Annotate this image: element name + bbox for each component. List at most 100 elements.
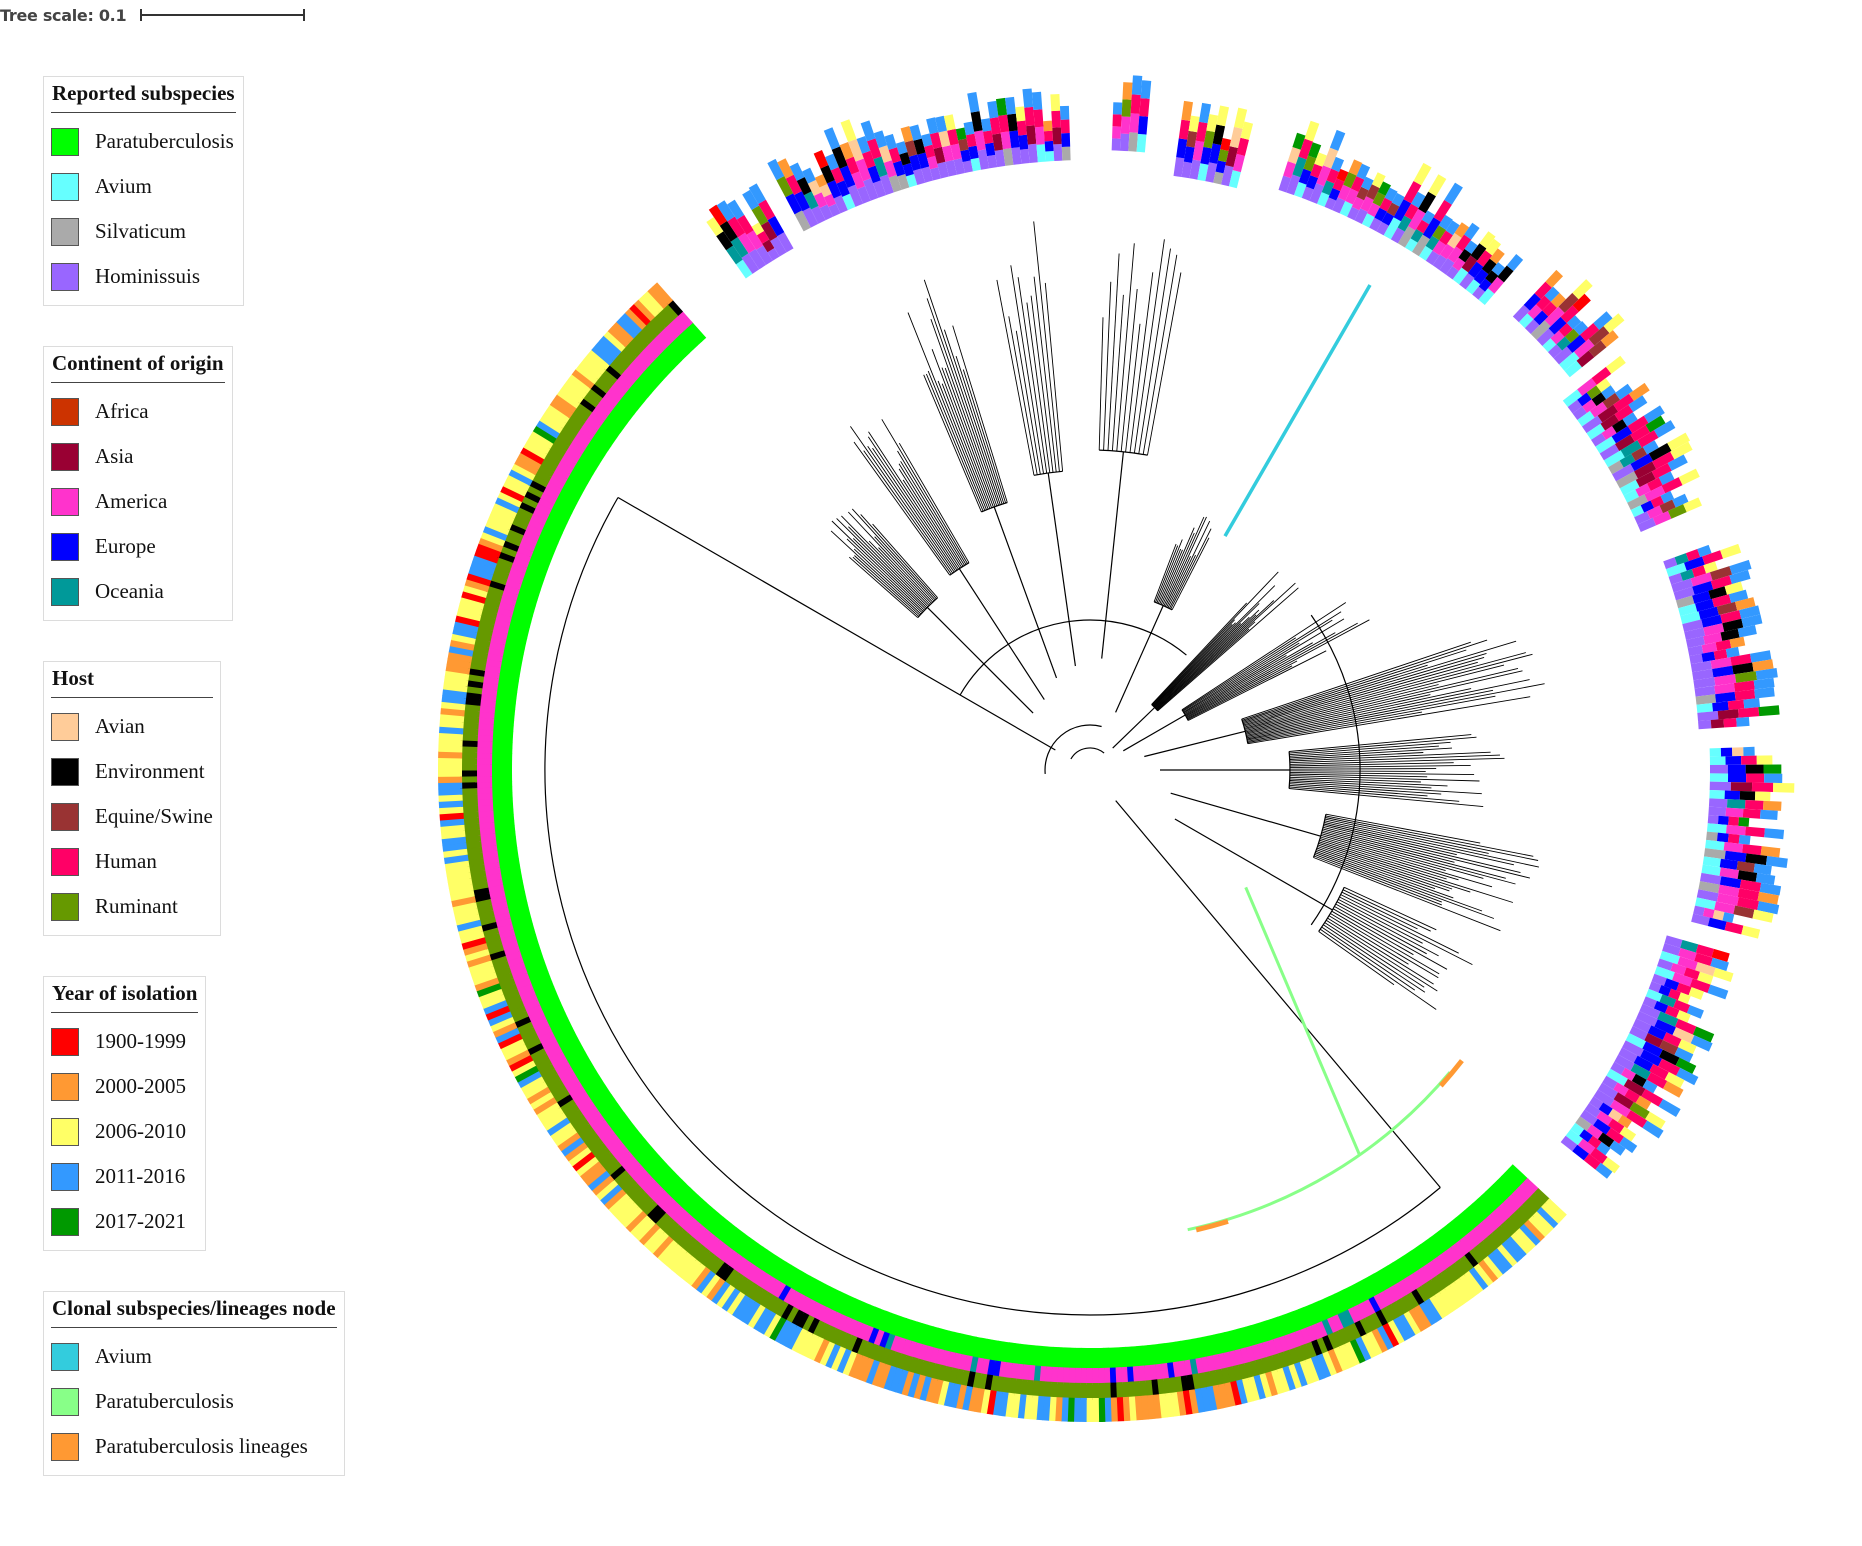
ring-segment [1496, 1176, 1517, 1197]
tree-branch [1335, 903, 1427, 955]
ring-segment [1662, 1081, 1684, 1098]
ring-segment [1550, 330, 1565, 345]
ring-segment [1613, 1082, 1629, 1097]
ring-segment [575, 1123, 593, 1139]
legend-swatch [51, 397, 79, 426]
ring-segment [1282, 1349, 1295, 1368]
ring-segment [686, 321, 707, 342]
ring-segment [571, 369, 595, 390]
ring-segment [476, 810, 494, 818]
ring-segment [461, 817, 480, 825]
ring-segment [901, 1371, 915, 1396]
ring-segment [799, 1275, 816, 1299]
ring-segment [960, 1334, 972, 1358]
ring-segment [666, 1247, 688, 1271]
legend-label: Asia [95, 444, 134, 468]
tree-branch [1138, 248, 1171, 454]
ring-segment [924, 1361, 936, 1380]
ring-segment [1332, 197, 1346, 214]
ring-segment [623, 387, 645, 407]
tree-branch [1316, 849, 1454, 899]
ring-segment [459, 930, 485, 944]
ring-segment [1264, 1371, 1278, 1397]
ring-segment [1318, 1298, 1334, 1322]
tree-branch [1245, 670, 1523, 735]
ring-segment [1737, 897, 1760, 911]
ring-segment [825, 1288, 841, 1312]
ring-segment [565, 472, 588, 489]
ring-segment [477, 705, 496, 714]
ring-segment [1695, 944, 1714, 958]
ring-segment [558, 426, 576, 442]
ring-segment [490, 1016, 515, 1033]
ring-segment [1472, 1199, 1492, 1220]
ring-segment [466, 572, 492, 587]
ring-segment [1513, 1209, 1530, 1226]
ring-segment [496, 600, 516, 612]
ring-segment [753, 1288, 769, 1307]
ring-segment [681, 1259, 702, 1283]
ring-segment [1051, 1346, 1060, 1370]
ring-segment [1413, 1304, 1432, 1329]
ring-segment [1449, 1262, 1466, 1281]
ring-segment [1239, 1347, 1251, 1366]
ring-segment [1282, 1312, 1296, 1336]
ring-segment [475, 775, 493, 783]
ring-segment [472, 637, 491, 648]
ring-segment [1372, 191, 1386, 207]
ring-segment [949, 1331, 961, 1355]
ring-segment [463, 942, 489, 956]
ring-segment [892, 160, 906, 177]
ring-segment [526, 1086, 551, 1105]
ring-segment [1712, 701, 1729, 712]
ring-segment [856, 1302, 871, 1326]
ring-segment [643, 1227, 665, 1250]
ring-segment [1061, 1382, 1070, 1400]
ring-segment [1223, 1330, 1236, 1354]
ring-segment [663, 322, 681, 339]
ring-segment [1452, 267, 1469, 285]
ring-segment [535, 991, 559, 1006]
ring-segment [1411, 234, 1430, 257]
ring-segment [1634, 461, 1657, 479]
ring-segment [533, 1025, 553, 1039]
ring-segment [1618, 1047, 1638, 1064]
ring-segment [1710, 575, 1732, 590]
ring-segment [1706, 831, 1718, 842]
ring-segment [571, 462, 594, 480]
ring-segment [1584, 1102, 1601, 1118]
ring-segment [645, 1204, 662, 1221]
ring-segment [813, 1338, 830, 1364]
ring-segment [867, 1327, 880, 1346]
tree-branch [1289, 764, 1471, 769]
ring-segment [1033, 109, 1044, 128]
ring-segment [547, 1051, 566, 1065]
ring-segment [817, 1322, 831, 1341]
ring-segment [921, 133, 933, 147]
ring-segment [1653, 1000, 1669, 1014]
ring-segment [777, 158, 794, 179]
tree-branch [1044, 282, 1064, 472]
ring-segment [1369, 1312, 1384, 1331]
tree-branch [1340, 894, 1459, 954]
ring-segment [1112, 126, 1122, 139]
ring-segment [1404, 203, 1419, 220]
ring-segment [1025, 1379, 1034, 1398]
ring-segment [1313, 1300, 1328, 1324]
ring-segment [537, 529, 561, 544]
tree-branch [1152, 623, 1233, 706]
ring-segment [1420, 1282, 1436, 1301]
ring-segment [677, 1213, 694, 1231]
tree-branch [1174, 818, 1333, 911]
ring-segment [1614, 434, 1635, 452]
ring-segment [802, 207, 819, 228]
tree-branch [1246, 679, 1530, 739]
ring-segment [1597, 1082, 1619, 1100]
ring-segment [1074, 1382, 1081, 1400]
ring-segment [525, 1042, 544, 1057]
ring-segment [444, 670, 470, 681]
ring-segment [536, 496, 555, 510]
ring-segment [1217, 1383, 1230, 1409]
tree-branch [1123, 714, 1186, 752]
tree-branch [944, 367, 996, 507]
